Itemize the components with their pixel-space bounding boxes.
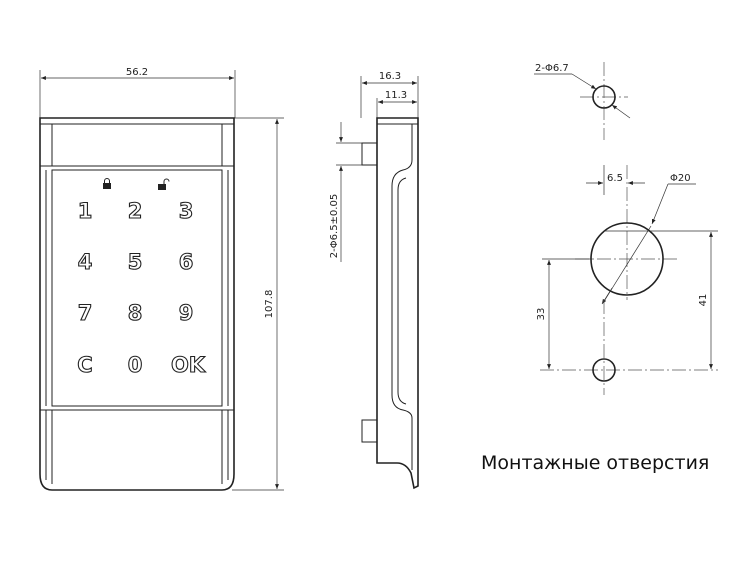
key-6[interactable]: 6 xyxy=(178,249,194,274)
front-view: 56.2 107.8 1 2 3 4 xyxy=(39,67,284,491)
small-hole-leader xyxy=(571,73,597,90)
key-9[interactable]: 9 xyxy=(178,300,194,325)
mounting-holes-view: 2-Φ6.7 6.5 Φ20 33 41 Монтажные отверстия xyxy=(481,62,718,474)
spacing-right-label: 41 xyxy=(698,294,709,307)
spacing-left-label: 33 xyxy=(536,308,547,321)
pin-label: 2-Φ6.5±0.05 xyxy=(329,194,340,258)
top-small-hole xyxy=(592,85,616,109)
body-depth-label: 11.3 xyxy=(385,90,407,101)
key-5[interactable]: 5 xyxy=(127,249,143,274)
side-keypad-profile xyxy=(391,159,413,470)
key-0[interactable]: 0 xyxy=(127,352,143,377)
key-4[interactable]: 4 xyxy=(77,249,93,274)
key-7[interactable]: 7 xyxy=(77,300,93,325)
key-1[interactable]: 1 xyxy=(77,198,93,223)
height-label: 107.8 xyxy=(264,290,275,319)
mounting-pin-top xyxy=(361,142,378,166)
small-hole-arrow-2 xyxy=(611,104,631,119)
depth-label: 16.3 xyxy=(379,71,401,82)
keypad-panel-frame xyxy=(39,165,235,411)
key-8[interactable]: 8 xyxy=(127,300,143,325)
mounting-holes-caption: Монтажные отверстия xyxy=(481,452,709,474)
big-hole-label: Φ20 xyxy=(670,173,691,184)
key-ok[interactable]: OK xyxy=(170,352,206,377)
key-clear[interactable]: C xyxy=(77,352,94,377)
unlocked-indicator-icon xyxy=(158,178,170,190)
key-2[interactable]: 2 xyxy=(127,198,143,223)
small-hole-label: 2-Φ6.7 xyxy=(535,63,569,74)
device-outline xyxy=(39,117,235,491)
bottom-small-hole xyxy=(592,358,616,382)
key-3[interactable]: 3 xyxy=(178,198,194,223)
big-hole-leader xyxy=(651,183,669,225)
side-body-outline xyxy=(376,117,419,490)
width-label: 56.2 xyxy=(126,67,148,78)
locked-indicator-icon xyxy=(103,178,111,189)
offset-label: 6.5 xyxy=(607,173,623,184)
mounting-pin-bottom xyxy=(361,419,378,443)
side-view: 16.3 11.3 2-Φ6.5±0.05 xyxy=(329,71,419,490)
big-hole-arrow-2 xyxy=(601,287,613,305)
side-inner-profile xyxy=(397,177,407,405)
keypad-glass xyxy=(51,169,223,407)
